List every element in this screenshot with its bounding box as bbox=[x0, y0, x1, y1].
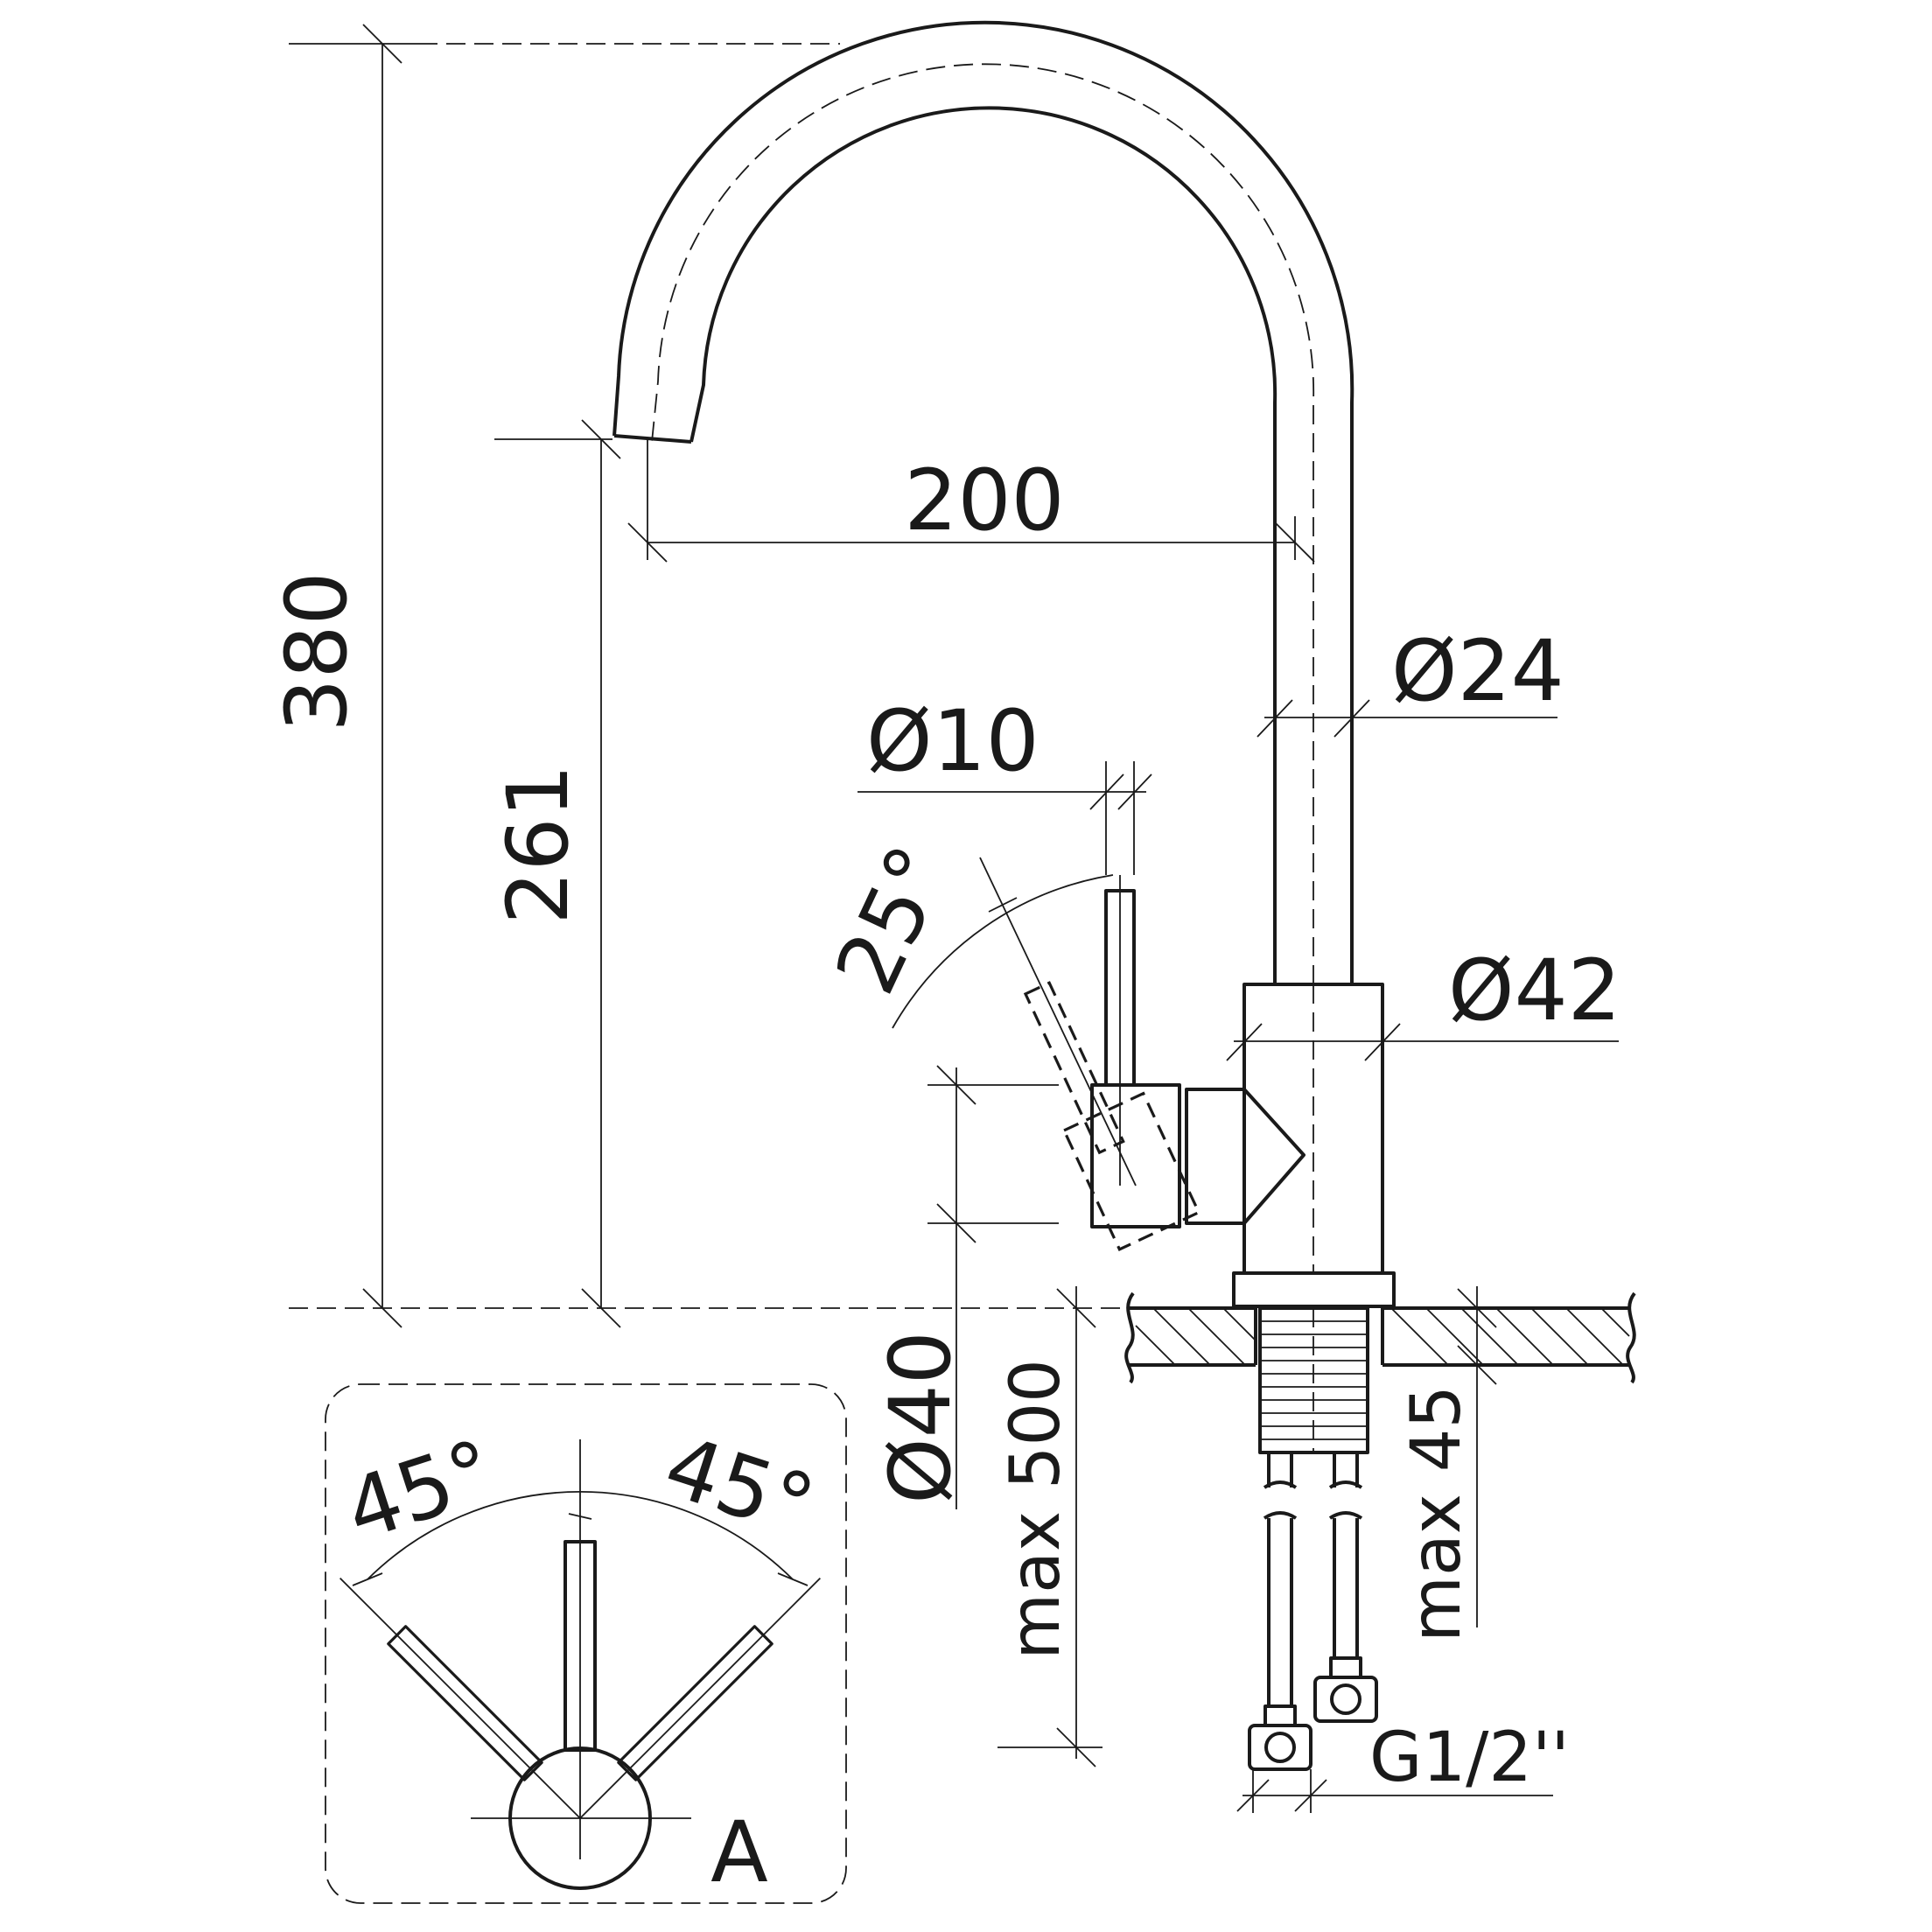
label-detail-a: A bbox=[710, 1803, 768, 1901]
dimension-total-height: 380 bbox=[268, 24, 402, 1328]
label-lever-diameter: Ø10 bbox=[866, 692, 1040, 790]
dimension-spout-height: 261 bbox=[489, 419, 621, 1328]
dimension-body-diameter: Ø42 bbox=[1226, 942, 1621, 1061]
dimension-reach: 200 bbox=[627, 452, 1315, 563]
label-reach: 200 bbox=[904, 452, 1064, 550]
threaded-shank bbox=[1258, 1306, 1369, 1454]
label-base-diameter: Ø40 bbox=[872, 1331, 970, 1504]
label-total-height: 380 bbox=[268, 571, 366, 732]
dimension-base-diameter: Ø40 bbox=[872, 1065, 1059, 1509]
dimension-lever-angle: 25° bbox=[816, 831, 1114, 1029]
dimension-hose-length: max 500 bbox=[997, 1286, 1102, 1768]
label-connection-thread: G1/2'' bbox=[1369, 1718, 1570, 1797]
supply-hoses bbox=[1248, 1452, 1378, 1771]
countertop bbox=[1124, 1292, 1636, 1384]
label-hose-length: max 500 bbox=[997, 1359, 1075, 1660]
label-spout-height: 261 bbox=[489, 764, 587, 924]
dimension-connection-thread: G1/2'' bbox=[1236, 1718, 1570, 1813]
label-countertop-thickness: max 45 bbox=[1397, 1385, 1476, 1642]
dimension-countertop-thickness: max 45 bbox=[1397, 1286, 1497, 1642]
label-body-diameter: Ø42 bbox=[1448, 942, 1621, 1040]
reference-lines bbox=[289, 43, 1296, 1309]
lever-handle bbox=[979, 857, 1201, 1251]
label-angle-right: 45° bbox=[654, 1417, 825, 1556]
spout bbox=[612, 20, 1354, 984]
faucet-body bbox=[1185, 983, 1396, 1308]
label-angle-left: 45° bbox=[334, 1421, 506, 1560]
detail-a: 45° 45° A bbox=[325, 1383, 847, 1904]
dimension-spout-diameter: Ø24 bbox=[1256, 622, 1564, 738]
label-spout-diameter: Ø24 bbox=[1391, 622, 1564, 720]
label-lever-angle: 25° bbox=[816, 831, 968, 1008]
dimension-lever-diameter: Ø10 bbox=[858, 692, 1152, 875]
